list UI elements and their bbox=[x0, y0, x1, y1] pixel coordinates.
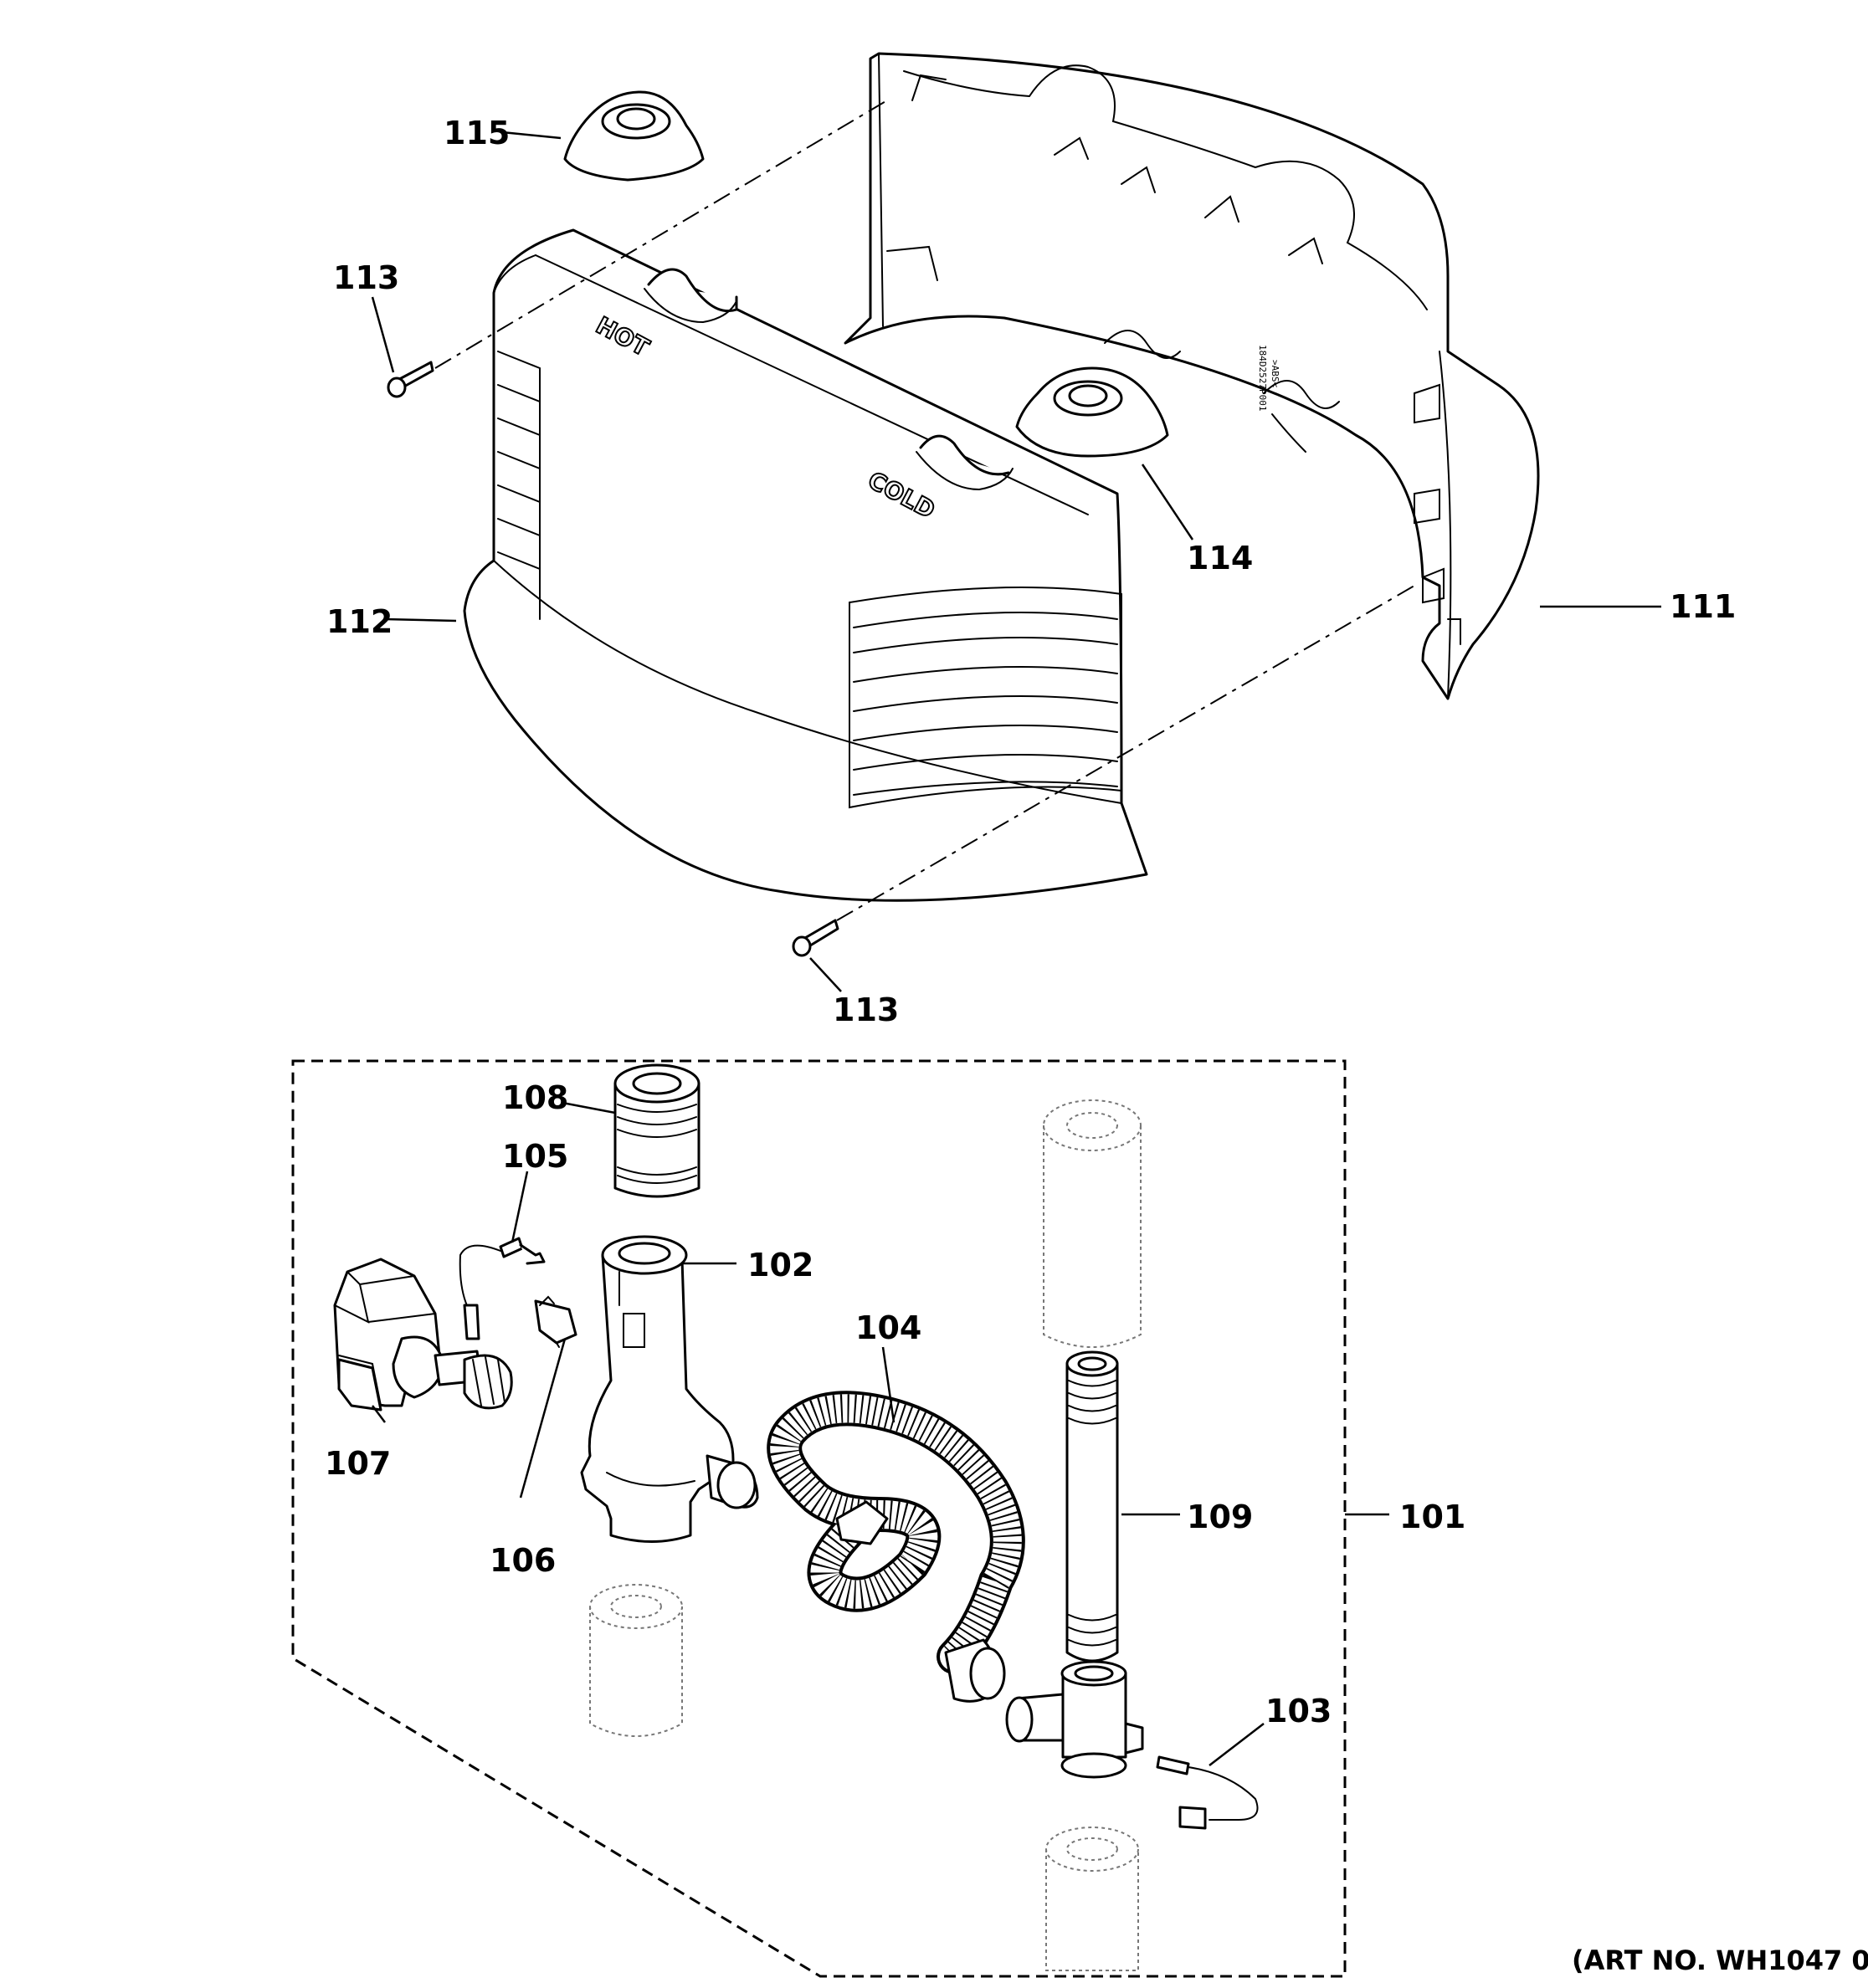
label-103: 103 bbox=[1265, 1693, 1332, 1729]
label-114: 114 bbox=[1187, 540, 1253, 576]
grommet-part-115 bbox=[563, 90, 705, 182]
thermostat-part-106 bbox=[534, 1295, 577, 1348]
nipple-part-109 bbox=[1065, 1350, 1119, 1663]
label-106: 106 bbox=[490, 1542, 556, 1579]
label-113-bottom: 113 bbox=[833, 991, 899, 1028]
tee-part-103 bbox=[1005, 1660, 1144, 1779]
label-115: 115 bbox=[444, 115, 510, 151]
label-105: 105 bbox=[502, 1138, 568, 1175]
part-code-embossing: 184D2527P001 bbox=[1257, 345, 1268, 411]
label-111: 111 bbox=[1670, 588, 1736, 625]
leader-lines bbox=[371, 131, 1661, 1766]
phantom-cylinders bbox=[589, 1099, 1142, 1971]
front-cover-part-112: HOT COLD bbox=[463, 228, 1148, 902]
grommet-part-114 bbox=[1015, 366, 1169, 458]
label-101: 101 bbox=[1399, 1499, 1465, 1535]
actuator-part-107 bbox=[333, 1258, 513, 1412]
label-104: 104 bbox=[855, 1309, 921, 1346]
valve-body-part-102 bbox=[580, 1235, 759, 1543]
alignment-line-bottom bbox=[836, 585, 1415, 921]
part-labels: 115 113 112 114 111 113 108 105 102 104 … bbox=[325, 115, 1736, 1729]
screw-part-113-top bbox=[387, 361, 434, 398]
label-109: 109 bbox=[1187, 1499, 1253, 1535]
label-107: 107 bbox=[325, 1445, 391, 1482]
label-113-top: 113 bbox=[333, 259, 399, 296]
sensor-part-105 bbox=[459, 1237, 546, 1340]
nipple-part-108 bbox=[613, 1063, 700, 1198]
art-number: (ART NO. WH1047 0 bbox=[1572, 1944, 1868, 1976]
kit-outline-part-101 bbox=[291, 1059, 1347, 1978]
label-108: 108 bbox=[502, 1079, 568, 1116]
label-112: 112 bbox=[326, 603, 393, 640]
rear-cover-part-111: 184D2527P001 >ABS< bbox=[844, 52, 1540, 700]
alignment-line-top bbox=[434, 100, 888, 369]
sensor-part-103 bbox=[1156, 1755, 1259, 1830]
label-102: 102 bbox=[747, 1247, 813, 1283]
hose-part-104 bbox=[767, 1391, 1025, 1703]
material-embossing: >ABS< bbox=[1270, 360, 1280, 387]
screw-part-113-bottom bbox=[792, 919, 839, 957]
